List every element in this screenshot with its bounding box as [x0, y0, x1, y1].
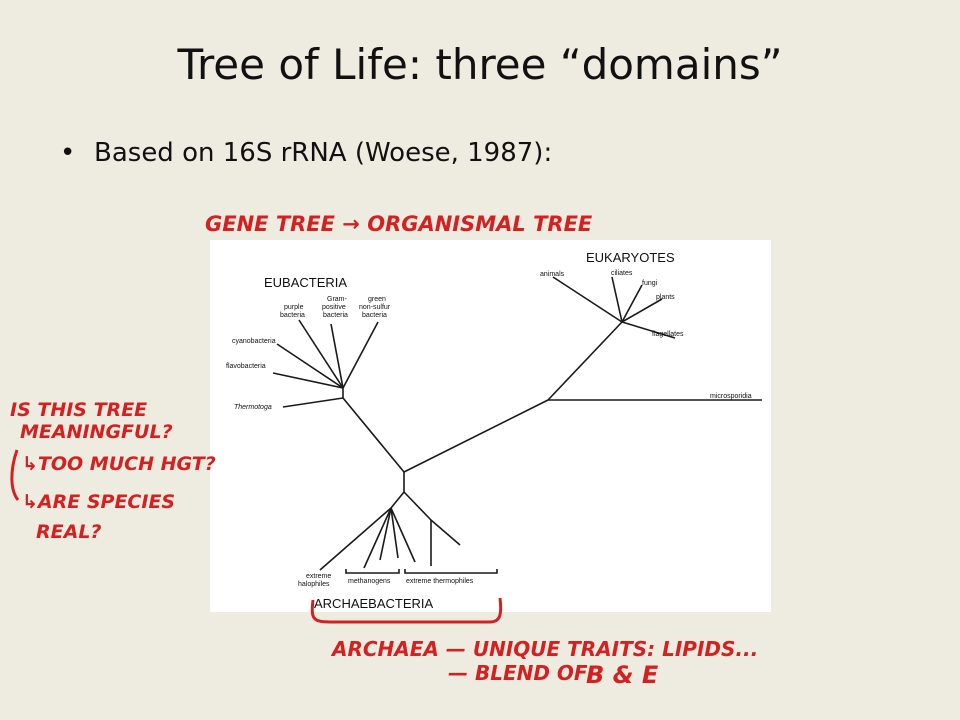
slide-title: Tree of Life: three “domains”	[177, 40, 783, 89]
branch-gram-positive	[330, 323, 344, 389]
label-animals: animals	[540, 271, 565, 278]
label-green-1: green	[368, 296, 386, 303]
annotation-are-species: ↳ARE SPECIES	[22, 491, 175, 513]
branch-methanogen-1	[363, 507, 392, 569]
label-flagellates: flagellates	[652, 331, 684, 338]
label-purple-2: bacteria	[280, 312, 305, 319]
bullet-dot-icon: •	[60, 138, 76, 168]
label-green-2: non-sulfur	[359, 304, 391, 311]
branch-flagellates	[621, 321, 676, 339]
annotation-archaea-traits: ARCHAEA — UNIQUE TRAITS: LIPIDS...	[330, 637, 758, 661]
label-ciliates: ciliates	[611, 270, 633, 277]
thermophiles-bracket	[404, 569, 498, 574]
domain-archaebacteria: ARCHAEBACTERIA	[314, 596, 434, 611]
label-thermotoga: Thermotoga	[234, 404, 272, 411]
label-fungi: fungi	[642, 280, 658, 287]
label-cyanobacteria: cyanobacteria	[232, 338, 276, 345]
annotation-too-much-hgt: ↳TOO MUCH HGT?	[22, 453, 216, 475]
tree-figure: EUBACTERIA EUKARYOTES ARCHAEBACTERIA pur…	[210, 240, 771, 612]
bullet-point: • Based on 16S rRNA (Woese, 1987):	[60, 138, 552, 168]
label-thermophiles: extreme thermophiles	[406, 578, 474, 585]
label-green-3: bacteria	[362, 312, 387, 319]
branch-purple-bacteria	[298, 319, 344, 389]
annotation-b-and-e: B & E	[586, 661, 659, 689]
label-gram-2: positive	[322, 304, 346, 311]
tree-of-life-diagram: EUBACTERIA EUKARYOTES ARCHAEBACTERIA pur…	[226, 250, 762, 611]
branch-green-nonsulfur	[342, 321, 379, 389]
branch-fungi	[621, 284, 643, 323]
label-halophiles-1: extreme	[306, 573, 331, 580]
bullet-text: Based on 16S rRNA (Woese, 1987):	[94, 138, 553, 168]
annotation-blend-of: — BLEND OF	[448, 661, 588, 685]
branch-eukaryote-stem	[403, 399, 549, 473]
branch-thermophile-2	[430, 519, 461, 546]
branch-cyanobacteria	[276, 343, 344, 389]
branch-euk-crown	[547, 321, 623, 401]
label-halophiles-2: halophiles	[298, 581, 330, 588]
branch-ciliates	[611, 276, 623, 323]
label-plants: plants	[656, 294, 675, 301]
domain-eukaryotes: EUKARYOTES	[586, 250, 675, 265]
branch-bacteria-stem	[342, 397, 405, 473]
annotation-real: REAL?	[36, 521, 101, 543]
label-purple-1: purple	[284, 304, 304, 311]
branch-archaea-left	[390, 491, 405, 509]
label-flavobacteria: flavobacteria	[226, 363, 266, 370]
annotation-bracket-mark	[10, 449, 20, 501]
branch-methanogen-2	[379, 507, 392, 561]
branch-animals	[552, 276, 623, 323]
label-methanogens: methanogens	[348, 578, 391, 585]
branch-methanogen-3	[390, 507, 399, 559]
branch-thermophile-1	[390, 507, 416, 563]
domain-eubacteria: EUBACTERIA	[264, 275, 347, 290]
annotation-meaningful: MEANINGFUL?	[20, 421, 173, 443]
methanogens-bracket	[345, 569, 400, 574]
annotation-gene-tree: GENE TREE → ORGANISMAL TREE	[205, 212, 593, 236]
branch-archaea-right	[403, 491, 432, 521]
branch-plants	[621, 298, 663, 323]
annotation-is-this-tree: IS THIS TREE	[10, 399, 147, 421]
branch-halophiles	[319, 507, 392, 571]
branch-flavobacteria	[272, 372, 344, 389]
label-gram-3: bacteria	[323, 312, 348, 319]
label-gram-1: Gram-	[327, 296, 348, 303]
branch-thermotoga	[282, 397, 344, 408]
label-microsporidia: microsporidia	[710, 393, 752, 400]
